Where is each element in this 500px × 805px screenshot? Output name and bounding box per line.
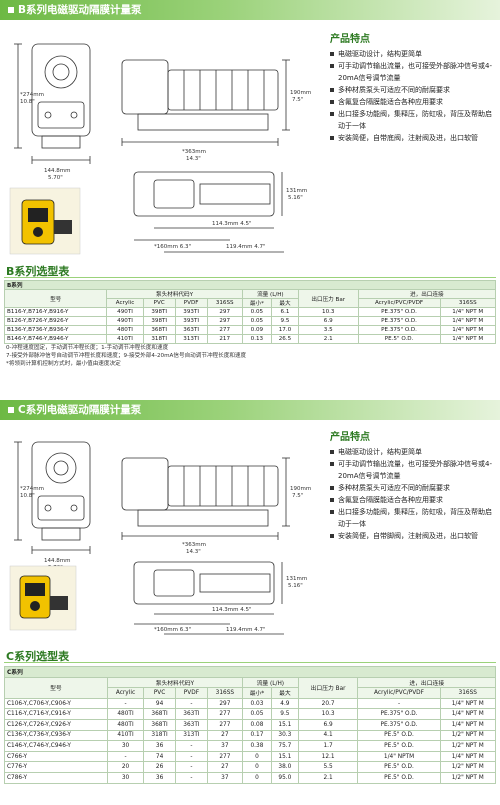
- pump-dimension-drawing: *274mm 10.8" 144.8mm 5.70" 190mm 7.5" *3…: [9, 43, 311, 255]
- dim-top-width-label: 131mm: [286, 576, 307, 582]
- svg-text:14.3": 14.3": [186, 156, 201, 162]
- svg-text:10.8": 10.8": [20, 493, 35, 499]
- dim-length-label: *363mm: [182, 149, 206, 155]
- section-b-drawings: *274mm 10.8" 144.8mm 5.70" 190mm 7.5" *3…: [4, 24, 322, 260]
- svg-text:5.70": 5.70": [48, 175, 63, 181]
- pump-dimension-drawing: *274mm 10.8" 144.8mm 5.70" 190mm 7.5" *3…: [9, 441, 311, 635]
- pump-photo: [9, 187, 81, 255]
- features-title: 产品特点: [330, 432, 370, 443]
- section-c-table-title: C系列选型表: [6, 650, 70, 663]
- svg-text:7.5": 7.5": [292, 97, 303, 103]
- feature-item: 安装简便，自带脚阀，注射阀及进，出口软管: [330, 530, 496, 542]
- feature-item: 含氟复合隔膜能适合各种应用要求: [330, 96, 496, 108]
- section-c-drawings: *274mm 10.8" 144.8mm 5.70" 190mm 7.5" *3…: [4, 424, 322, 638]
- feature-item: 可手动调节输出流量，也可接受外部脉冲信号或4-20mA信号调节流量: [330, 458, 496, 482]
- table-caption: C系列: [4, 666, 496, 678]
- feature-item: 多种材质泵头可适应不同的耐腐要求: [330, 84, 496, 96]
- section-b-banner: B系列电磁驱动隔膜计量泵: [0, 0, 500, 20]
- svg-text:7.5": 7.5": [292, 493, 303, 499]
- dim-width-front-label: 144.8mm: [44, 168, 70, 174]
- divider: [4, 662, 496, 663]
- feature-item: 电磁驱动设计，结构更简单: [330, 48, 496, 60]
- dim-b1-label: 114.3mm 4.5": [212, 221, 252, 227]
- dim-b1-label: 114.3mm 4.5": [212, 607, 252, 613]
- dim-top-width-label: 131mm: [286, 188, 307, 194]
- note-line: 0-冲程速度固定，手动调节冲程长度；1-手动调节冲程长度和速度: [6, 345, 169, 351]
- dim-width-front-label: 144.8mm: [44, 558, 70, 564]
- svg-text:5.16": 5.16": [288, 583, 303, 589]
- dim-b2-label: *160mm 6.3": [154, 244, 191, 250]
- note-line: 7-接受外部脉冲信号自动调节冲程长度和速度；9-接受外部4-20mA信号自动调节…: [6, 353, 247, 359]
- section-c-banner: C系列电磁驱动隔膜计量泵: [0, 400, 500, 420]
- square-bullet-icon: [8, 407, 14, 413]
- divider: [4, 277, 496, 278]
- table-caption: B系列: [4, 280, 496, 290]
- feature-item: 可手动调节输出流量，也可接受外部脉冲信号或4-20mA信号调节流量: [330, 60, 496, 84]
- dim-b3-label: 119.4mm 4.7": [226, 244, 266, 250]
- feature-item: 多种材质泵头可适应不同的耐腐要求: [330, 482, 496, 494]
- dim-height-label: *274mm: [20, 486, 44, 492]
- feature-list: 电磁驱动设计，结构更简单 可手动调节输出流量，也可接受外部脉冲信号或4-20mA…: [330, 446, 496, 542]
- dim-side-height-label: 190mm: [290, 486, 311, 492]
- svg-text:14.3": 14.3": [186, 549, 201, 555]
- dim-b3-label: 119.4mm 4.7": [226, 627, 266, 633]
- dim-length-label: *363mm: [182, 542, 206, 548]
- feature-item: 出口接多功能阀，集释压，防虹吸，背压及帮助启动于一体: [330, 506, 496, 530]
- dim-height-label: *274mm: [20, 92, 44, 98]
- section-b-spec-table: B系列 型号 泵头材料代码Y 流量 (L/H) 出口压力 Bar 进，出口连接 …: [3, 280, 497, 344]
- section-c-features: 产品特点 电磁驱动设计，结构更简单 可手动调节输出流量，也可接受外部脉冲信号或4…: [330, 428, 496, 542]
- feature-item: 出口接多功能阀，集释压，防虹吸，背压及帮助启动于一体: [330, 108, 496, 132]
- feature-item: 安装简便，自带底阀，注射阀及进，出口软管: [330, 132, 496, 144]
- section-b-notes: 0-冲程速度固定，手动调节冲程长度；1-手动调节冲程长度和速度 7-接受外部脉冲…: [6, 344, 246, 368]
- pump-photo: [9, 565, 77, 631]
- section-b-features: 产品特点 电磁驱动设计，结构更简单 可手动调节输出流量，也可接受外部脉冲信号或4…: [330, 30, 496, 144]
- feature-item: 含氟复合隔膜能适合各种应用要求: [330, 494, 496, 506]
- feature-item: 电磁驱动设计，结构更简单: [330, 446, 496, 458]
- svg-text:5.16": 5.16": [288, 195, 303, 201]
- feature-list: 电磁驱动设计，结构更简单 可手动调节输出流量，也可接受外部脉冲信号或4-20mA…: [330, 48, 496, 144]
- square-bullet-icon: [8, 7, 14, 13]
- section-b-table-title: B系列选型表: [6, 265, 70, 278]
- dim-b2-label: *160mm 6.3": [154, 627, 191, 633]
- dim-side-height-label: 190mm: [290, 90, 311, 96]
- section-c-spec-table: C系列 型号 泵头材料代码Y 流量 (L/H) 出口压力 Bar 进，出口连接 …: [4, 666, 497, 784]
- features-title: 产品特点: [330, 34, 370, 45]
- note-line: *将领到计算机控制方式时，最小值由速度决定: [6, 361, 121, 367]
- svg-text:10.8": 10.8": [20, 99, 35, 105]
